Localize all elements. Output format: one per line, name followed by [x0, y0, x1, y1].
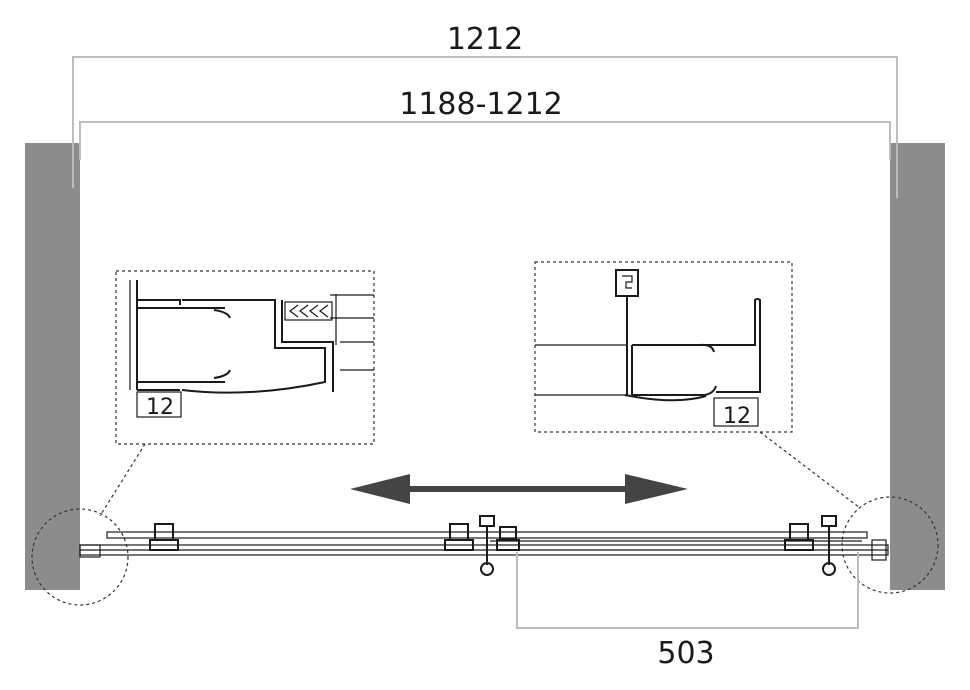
sliding-direction-arrow — [350, 474, 688, 504]
left-profile-detail: 12 — [115, 270, 375, 445]
handle-right — [821, 515, 837, 576]
overall-width-dimension: 1212 — [72, 22, 898, 198]
adjustment-range-label: 1188-1212 — [399, 87, 563, 122]
roller-left-1 — [149, 523, 179, 551]
door-opening-dimension: 503 — [516, 552, 859, 671]
right-wall — [890, 143, 945, 590]
left-detail-leader — [99, 443, 146, 517]
left-detail-circle — [31, 508, 129, 606]
left-gap-label: 12 — [146, 395, 174, 420]
door-opening-label: 503 — [657, 636, 714, 671]
right-profile-detail: 12 — [534, 261, 793, 433]
handle-center — [479, 515, 520, 576]
overall-width-label: 1212 — [447, 22, 523, 57]
roller-right-1 — [784, 523, 814, 551]
right-gap-label: 12 — [723, 404, 751, 429]
door-rails — [79, 531, 889, 561]
roller-left-2 — [444, 523, 474, 551]
right-detail-leader — [759, 431, 861, 509]
adjustment-range-dimension: 1188-1212 — [79, 87, 891, 160]
left-wall — [25, 143, 80, 590]
